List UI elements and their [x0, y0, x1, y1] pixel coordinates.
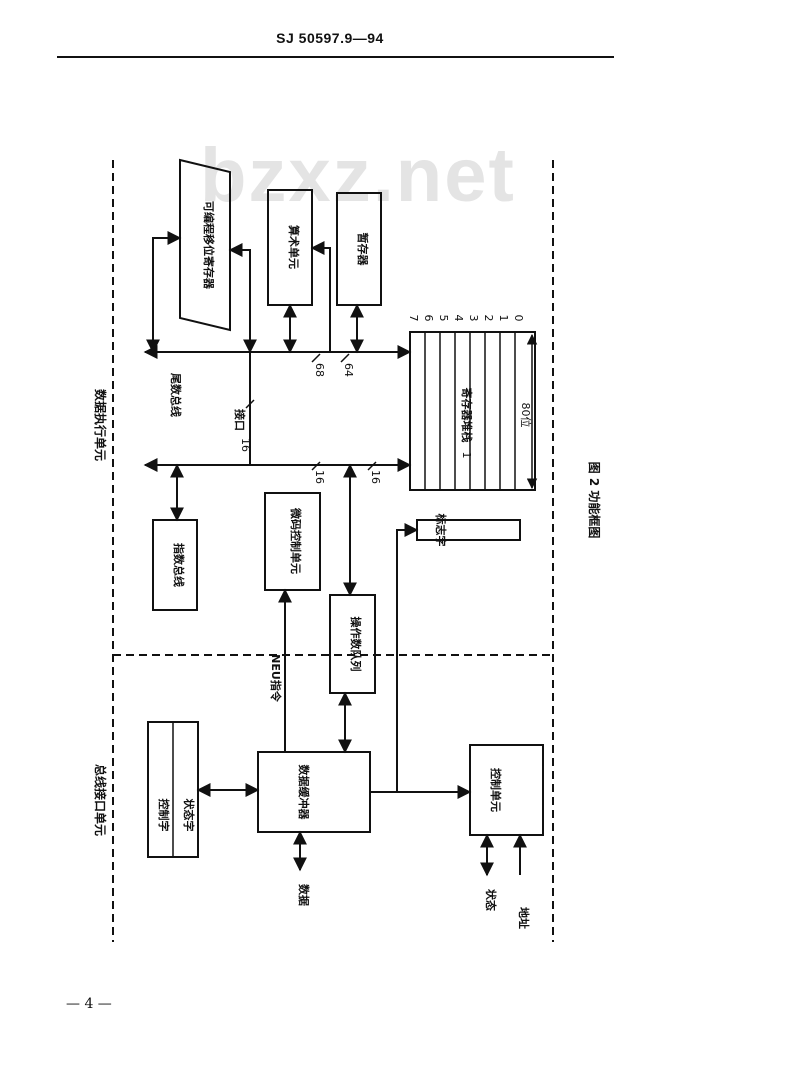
- label-neu-command: NEU指令: [269, 654, 283, 703]
- shift-to-bus-left: [146, 231, 182, 354]
- stack-numbers: 7 6 5 4 3 2 1 0: [407, 315, 525, 322]
- temp-register-block: 暂存器: [336, 192, 382, 306]
- tick-16-a: [245, 399, 255, 409]
- region-bus-interface-unit: 总线接口单元: [93, 764, 108, 836]
- label-interface: 接口: [233, 409, 247, 431]
- microcode-unit-label: 微码控制单元: [289, 507, 303, 574]
- tag-word-label: 标志字: [434, 513, 448, 547]
- stack-number: 2: [482, 315, 495, 322]
- shift-register-block: 可编程移位寄存器: [179, 158, 231, 332]
- label-bits-16-b: 16: [313, 470, 326, 484]
- stack-number: 4: [452, 315, 465, 322]
- label-bits-16-a: 16: [239, 438, 252, 452]
- control-unit-label: 控制单元: [489, 768, 503, 812]
- tick-16-c: [367, 461, 377, 471]
- stack-number: 3: [467, 315, 480, 322]
- control-word-label: 控制字: [157, 799, 171, 832]
- arith-right-link: [310, 241, 331, 352]
- tick-64: [340, 353, 350, 363]
- label-mantissa-bus: 尾数总线: [169, 372, 183, 417]
- stack-number: 1: [497, 315, 510, 322]
- exponent-bus-label: 指数总线: [172, 543, 186, 587]
- label-width-80: 80位: [519, 403, 533, 428]
- arithmetic-unit-label: 算术单元: [287, 224, 301, 269]
- stack-number: 6: [422, 315, 435, 322]
- label-status: 状态: [484, 889, 498, 911]
- arithmetic-unit-block: 算术单元: [267, 189, 313, 306]
- register-stack-index: 1: [460, 452, 473, 459]
- shift-register-label: 可编程移位寄存器: [202, 201, 216, 290]
- status-word-label: 状态字: [182, 799, 196, 832]
- label-bits-68: 68: [313, 363, 326, 377]
- label-bits-64: 64: [342, 363, 355, 377]
- label-bits-16-c: 16: [369, 470, 382, 484]
- stack-number: 0: [512, 315, 525, 322]
- region-boundaries: [112, 160, 554, 942]
- microcode-unit-block: 微码控制单元: [264, 492, 321, 591]
- data-buffer-block: 数据缓冲器: [257, 751, 371, 833]
- exponent-bus-block: 指数总线: [152, 519, 198, 611]
- stack-number: 7: [407, 315, 420, 322]
- watermark: bzxz.net: [200, 133, 516, 218]
- label-address: 地址: [517, 907, 531, 929]
- tag-word-block: 标志字: [416, 513, 521, 547]
- header-rule: [57, 56, 614, 58]
- data-buffer-label: 数据缓冲器: [297, 765, 311, 821]
- tick-16-b: [311, 461, 321, 471]
- tick-68: [311, 353, 321, 363]
- figure-caption: 图 2 功能框图: [587, 462, 602, 539]
- shift-to-bus-right: [228, 243, 257, 354]
- stack-number: 5: [437, 315, 450, 322]
- buses: [143, 345, 412, 472]
- buffer-to-tag-link: [370, 523, 419, 793]
- region-execution-unit: 数据执行单元: [93, 389, 108, 461]
- page-number: — 4 —: [66, 996, 112, 1012]
- operand-queue-block: 操作数队列: [329, 594, 376, 694]
- register-stack-label: 寄存器堆栈: [460, 388, 474, 443]
- control-unit-block: 控制单元: [469, 744, 544, 836]
- page-header: SJ 50597.9—94: [276, 30, 384, 46]
- label-data: 数据: [297, 884, 311, 906]
- operand-queue-label: 操作数队列: [349, 617, 363, 672]
- temp-register-label: 暂存器: [356, 233, 370, 267]
- control-status-block: [147, 721, 199, 858]
